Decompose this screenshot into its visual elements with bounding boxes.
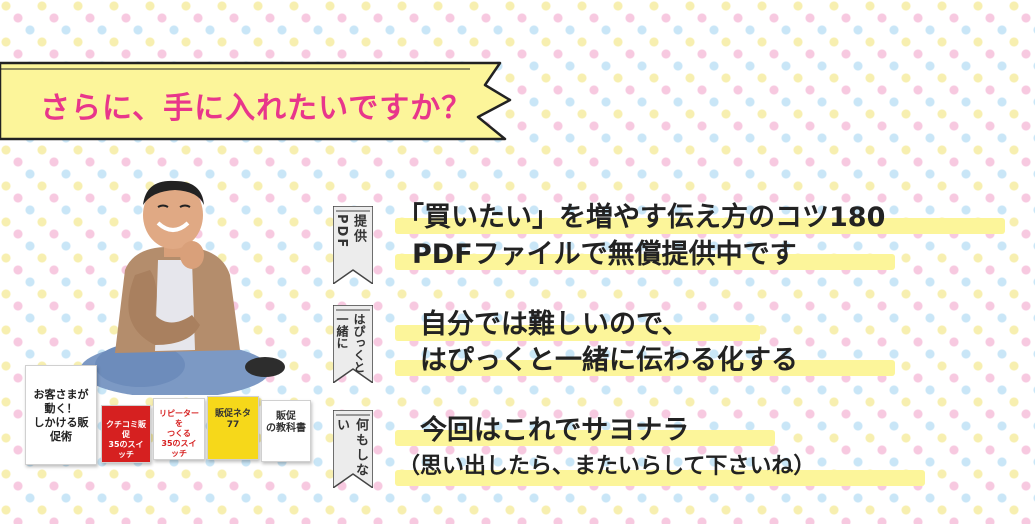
book-title: 販促ネタ 77 [214,409,251,430]
book-title: 販促 の教科書 [266,411,306,434]
section-3-line-1: 今回はこれでサヨナラ [420,415,690,446]
book-cover: 販促 の教科書 [261,400,311,462]
highlight-bar [395,360,895,376]
tag-pdf: 提供PDF [333,206,373,284]
book-cover: リピーターを つくる 35のスイッチ [153,398,205,460]
section-3-line-2: （思い出したら、またいらして下さいね） [398,454,816,479]
headline-banner: さらに、手に入れたいですか？ [0,55,520,150]
headline-text: さらに、手に入れたいですか？ [40,91,473,126]
highlight-bar [395,325,760,341]
highlight-bar [395,470,925,486]
book-cover: 販促ネタ 77 [207,396,259,460]
tag-do-nothing: 何もしない [333,410,373,488]
banner-ribbon-shape [0,61,512,141]
highlight-bar [395,218,1005,234]
tag-label: 何もしない [334,418,368,478]
book-cover: お客さまが動く！ しかける販促術 [25,365,97,465]
tag-with-happic: はぴっくと一緒に [333,305,373,383]
tag-label: はぴっくと一緒に [335,313,366,373]
section-2-line-1: 自分では難しいので、 [420,309,689,340]
section-1-line-1: 「買いたい」を増やす伝え方のコツ180 [397,202,886,233]
section-2-line-2: はぴっくと一緒に伝わる化する [420,345,798,376]
highlight-bar [395,430,775,446]
section-1-line-2: PDFファイルで無償提供中です [412,239,797,270]
book-covers: お客さまが動く！ しかける販促術 クチコミ販促 35のスイッチ リピーターを つ… [25,360,315,470]
highlight-bar [395,254,895,270]
person-photo [80,175,290,398]
book-title: お客さまが動く！ しかける販促術 [33,388,89,443]
book-title: クチコミ販促 35のスイッチ [106,420,146,459]
book-cover: クチコミ販促 35のスイッチ [101,405,151,463]
book-title: リピーターを つくる 35のスイッチ [159,409,199,458]
tag-label: 提供PDF [334,214,366,250]
